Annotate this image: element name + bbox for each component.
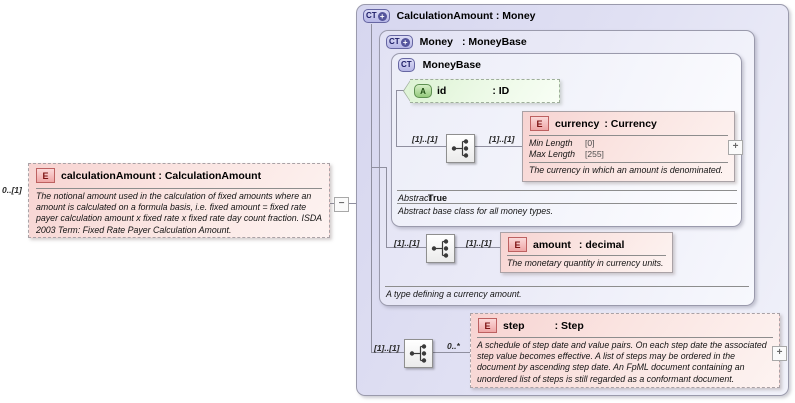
element-doc: The monetary quantity in currency units. (507, 258, 664, 268)
facet-label: Min Length (529, 138, 573, 148)
divider (529, 162, 728, 163)
derived-plus-icon: + (400, 37, 410, 47)
type-header-moneybase[interactable]: CT MoneyBase (398, 58, 481, 72)
collapse-toggle[interactable]: − (334, 197, 349, 212)
connector-line (396, 90, 405, 91)
type-header-calculationamount[interactable]: CT+ CalculationAmount : Money (363, 9, 536, 23)
element-amount[interactable]: E amount : decimal The monetary quantity… (500, 232, 673, 273)
divider (36, 188, 322, 189)
cardinality-label: [1]..[1] (489, 134, 515, 144)
element-type: : decimal (578, 238, 625, 251)
sequence-compositor-icon[interactable] (426, 234, 455, 263)
type-doc: Abstract base class for all money types. (398, 206, 553, 216)
type-title: CalculationAmount : Money (396, 10, 536, 22)
type-name: Money (419, 36, 453, 48)
abstract-label: Abstract (398, 193, 432, 203)
divider (529, 135, 728, 136)
expand-toggle[interactable]: + (772, 346, 787, 361)
divider (397, 190, 737, 191)
cardinality-label: 0..[1] (2, 185, 22, 195)
sequence-icon (451, 139, 469, 158)
trunk-line-calculationamount (371, 24, 372, 353)
connector-line (371, 167, 387, 168)
element-icon: E (36, 168, 55, 183)
complex-type-icon: CT+ (363, 9, 390, 23)
cardinality-label: [1]..[1] (412, 134, 438, 144)
divider (477, 337, 773, 338)
cardinality-label: 0..* (447, 341, 460, 351)
attribute-type: : ID (492, 85, 510, 97)
element-type: : Currency (604, 117, 657, 130)
element-doc: The currency in which an amount is denom… (529, 165, 724, 175)
cardinality-label: [1]..[1] (374, 343, 400, 353)
element-calculationamount[interactable]: E calculationAmount : CalculationAmount … (28, 163, 330, 238)
connector-line (371, 352, 404, 353)
element-step[interactable]: E step : Step A schedule of step date an… (470, 313, 780, 388)
sequence-compositor-icon[interactable] (446, 134, 475, 163)
cardinality-label: [1]..[1] (394, 238, 420, 248)
cardinality-label: [1]..[1] (466, 238, 492, 248)
element-doc: A schedule of step date and value pairs.… (477, 340, 767, 384)
type-base: : MoneyBase (461, 36, 527, 48)
trunk-line-money (386, 167, 387, 248)
element-currency[interactable]: E currency : Currency Min Length [0] Max… (522, 111, 735, 182)
element-icon: E (478, 318, 497, 333)
expand-toggle[interactable]: + (728, 140, 743, 155)
connector-line (348, 203, 356, 204)
divider (397, 203, 737, 204)
sequence-icon (431, 239, 449, 258)
element-doc: The notional amount used in the calculat… (36, 191, 322, 235)
facet-value: [255] (585, 149, 604, 159)
connector-line (453, 247, 500, 248)
complex-type-icon: CT (398, 58, 415, 72)
type-doc: A type defining a currency amount. (386, 289, 522, 299)
element-title: calculationAmount : CalculationAmount (61, 169, 262, 182)
connector-line (473, 146, 522, 147)
attribute-icon: A (414, 84, 432, 98)
facet-value: [0] (585, 138, 595, 148)
connector-line (387, 247, 426, 248)
sequence-icon (409, 344, 427, 363)
divider (507, 255, 666, 256)
element-name: amount (533, 238, 571, 251)
sequence-compositor-icon[interactable] (404, 339, 433, 368)
element-icon: E (530, 116, 549, 131)
abstract-value: True (428, 193, 448, 203)
complex-type-icon: CT+ (386, 35, 413, 49)
connector-line (328, 203, 334, 204)
element-type: : Step (554, 319, 584, 332)
connector-line (396, 146, 446, 147)
type-name: MoneyBase (422, 59, 482, 71)
attribute-id[interactable]: A id : ID (410, 79, 560, 103)
connector-line (431, 352, 470, 353)
element-name: step (503, 319, 525, 332)
attribute-name: id (437, 85, 447, 97)
divider (385, 286, 749, 287)
trunk-line-moneybase (396, 90, 397, 147)
element-name: currency (555, 117, 600, 130)
derived-plus-icon: + (377, 11, 387, 21)
element-icon: E (508, 237, 527, 252)
facet-label: Max Length (529, 149, 575, 159)
type-header-money[interactable]: CT+ Money : MoneyBase (386, 35, 527, 49)
attribute-notch (404, 80, 411, 102)
